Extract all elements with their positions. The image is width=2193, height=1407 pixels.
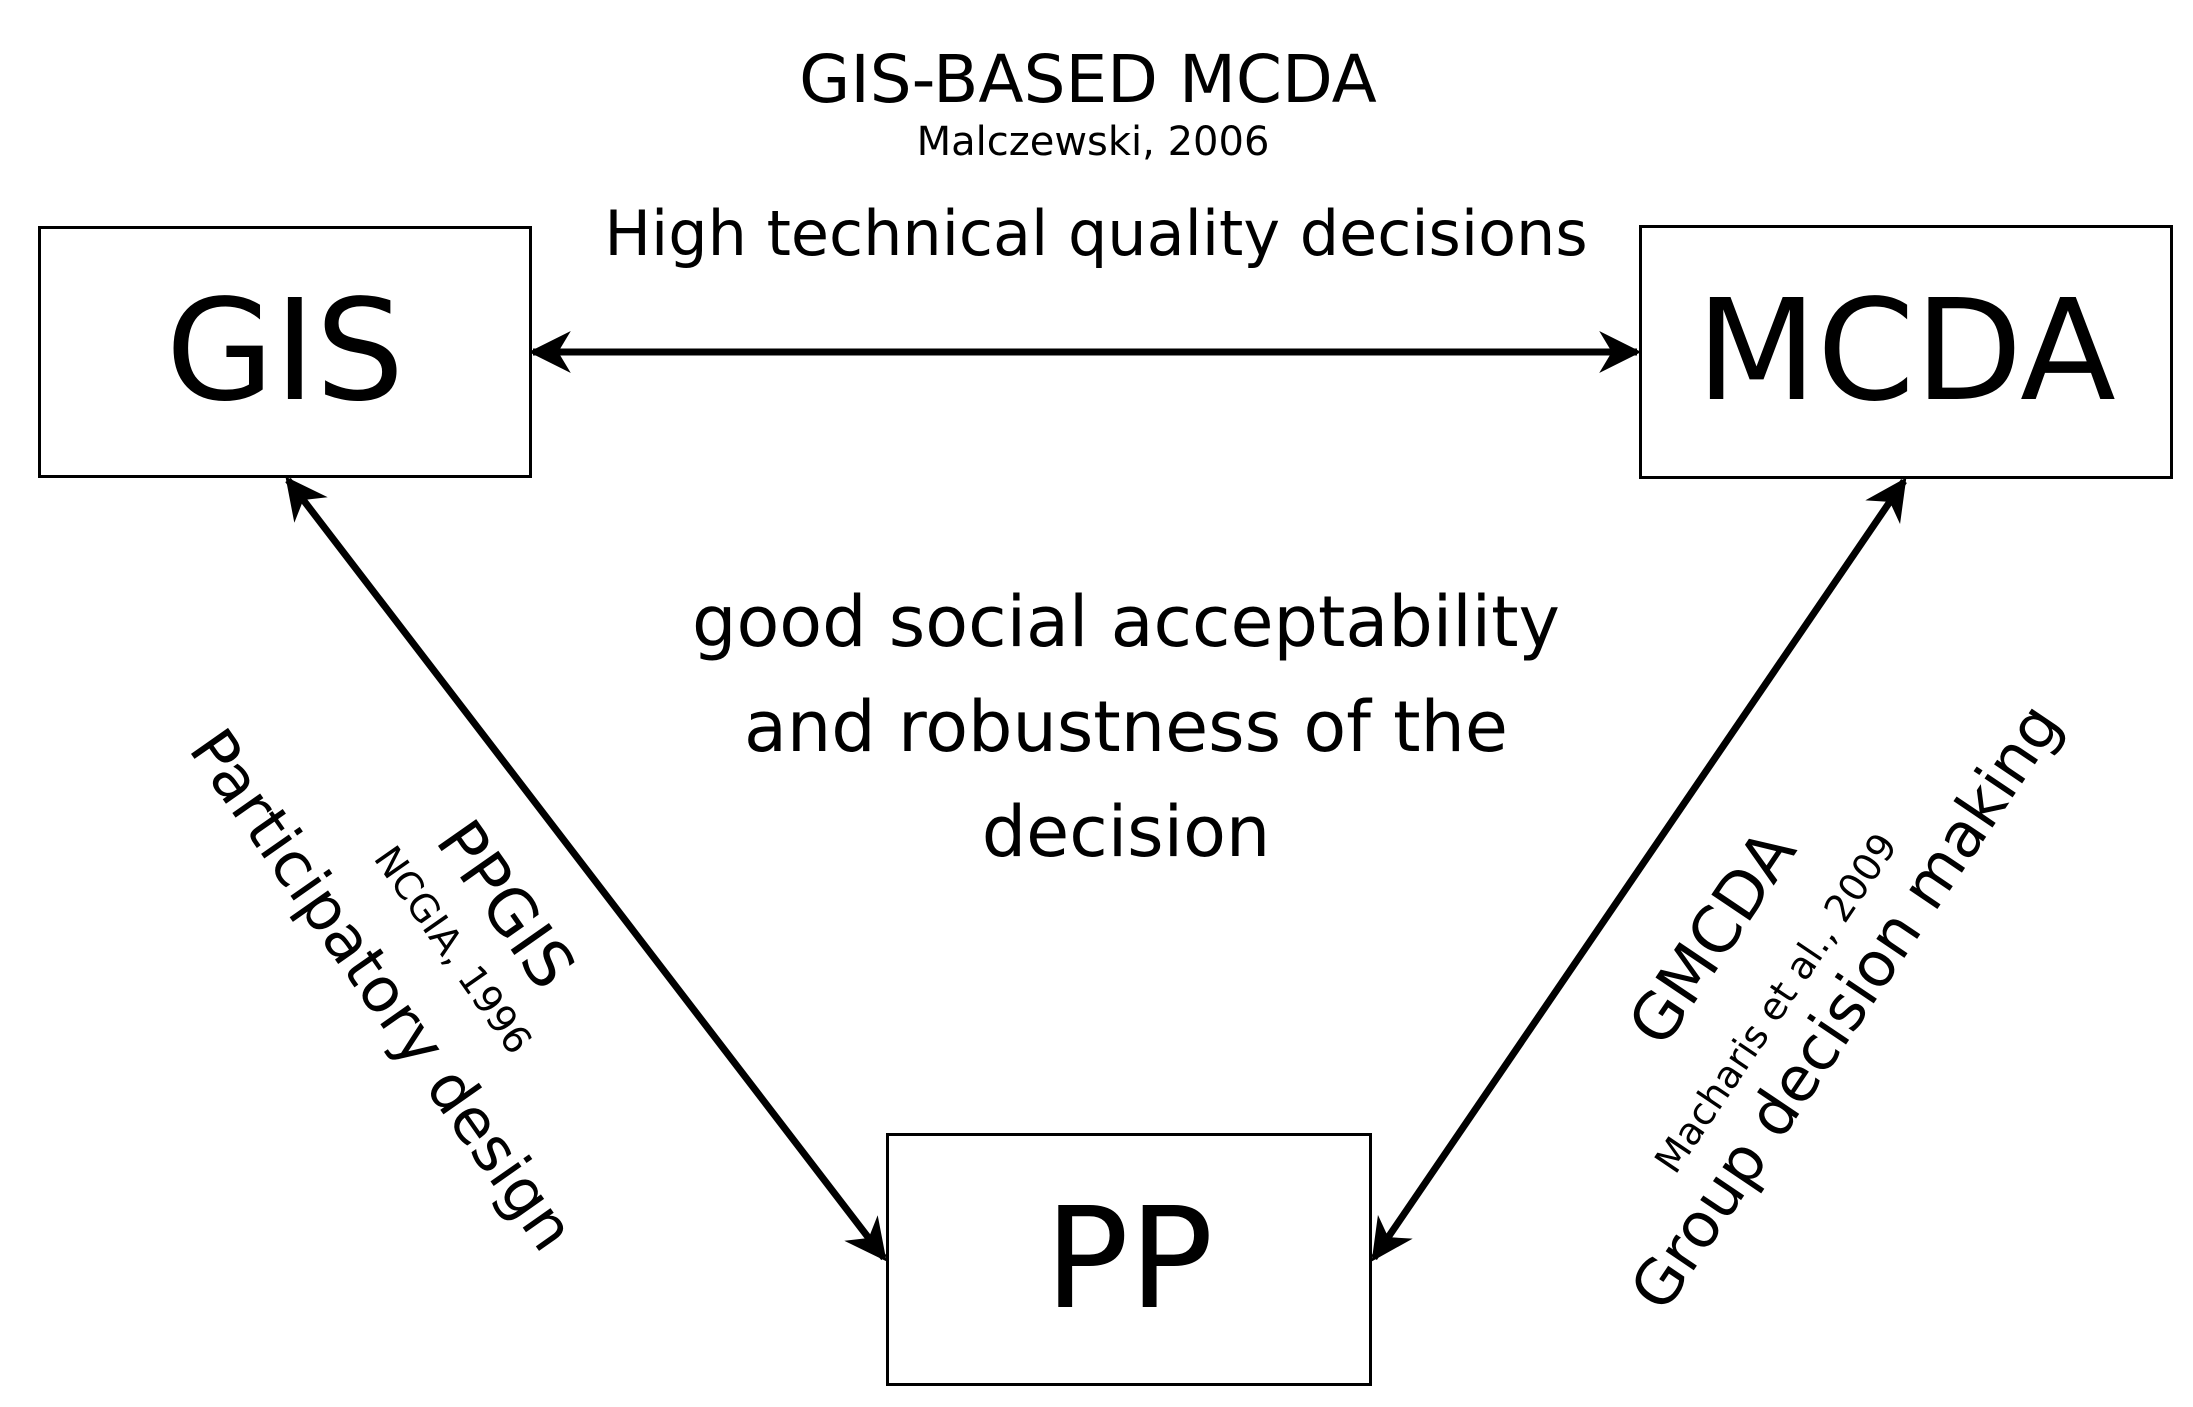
center-description-line: decision [981, 791, 1271, 873]
edge-mcda-pp-arrow [1371, 477, 1907, 1262]
center-description-line: and robustness of the [744, 686, 1508, 768]
center-description: good social acceptability and robustness… [692, 570, 1560, 885]
mcda-node-box: MCDA [1639, 225, 2173, 479]
gis-mcda-link-description: High technical quality decisions [604, 197, 1588, 270]
mcda-node-label: MCDA [1696, 270, 2116, 433]
pp-node-box: PP [886, 1133, 1372, 1386]
gis-node-label: GIS [165, 270, 405, 433]
gis-mcda-link-title: GIS-BASED MCDA [799, 41, 1377, 118]
pp-node-label: PP [1044, 1177, 1214, 1341]
center-description-line: good social acceptability [692, 581, 1560, 663]
gis-node-box: GIS [38, 226, 532, 478]
edge-gis-pp-arrow [285, 476, 887, 1262]
gis-mcda-link-citation: Malczewski, 2006 [916, 119, 1270, 165]
